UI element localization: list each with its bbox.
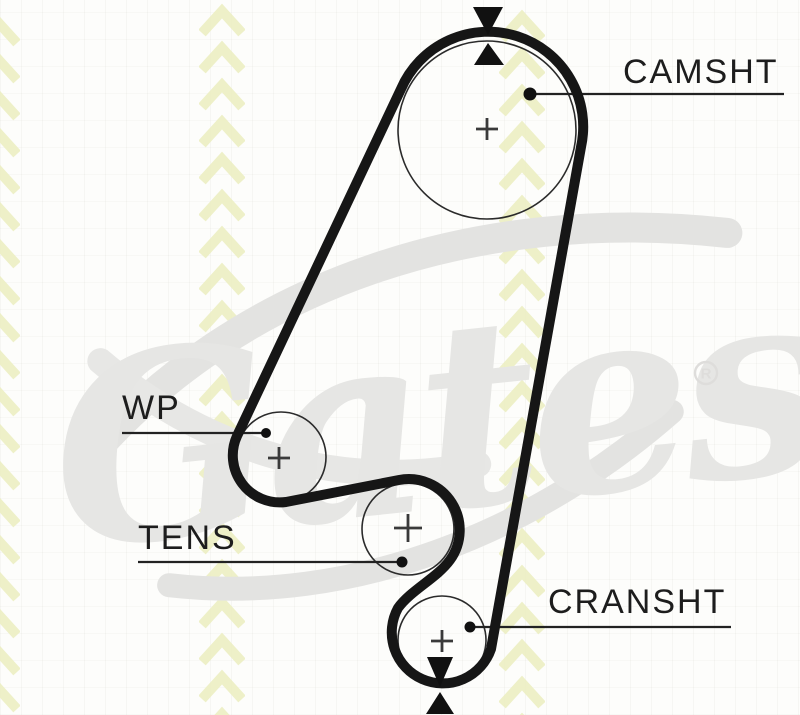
crankshaft-timing-mark-icon <box>426 657 454 714</box>
tensioner-leader-dot <box>396 556 408 568</box>
camshaft-timing-mark-icon <box>473 7 504 65</box>
registered-trademark-letter: R <box>701 366 712 383</box>
watermark-swoosh-middle <box>87 348 492 486</box>
chevron-column-center <box>499 8 545 715</box>
tensioner-center-plus-icon <box>394 514 422 542</box>
camshaft-label: CAMSHT <box>623 53 779 91</box>
water-pump-label: WP <box>122 389 181 427</box>
water-pump-leader-dot <box>261 428 271 438</box>
camshaft-leader-dot <box>523 87 537 101</box>
timing-belt-path <box>227 26 589 689</box>
timing-marks <box>426 7 504 714</box>
camshaft-center-plus-icon <box>476 118 498 140</box>
registered-trademark-icon: R <box>693 360 719 386</box>
chevron-column-left <box>0 12 20 715</box>
leader-dots <box>261 87 537 633</box>
watermark-swoosh-bottom <box>157 399 684 601</box>
pulley-center-marks <box>268 118 498 652</box>
gates-logo-watermark: Gates R <box>37 212 800 609</box>
crankshaft-leader-dot <box>464 621 476 633</box>
crankshaft-label: CRANSHT <box>548 583 727 621</box>
camshaft-pulley-circle <box>397 40 577 220</box>
water-pump-center-plus-icon <box>268 447 290 469</box>
crankshaft-center-plus-icon <box>431 630 453 652</box>
tensioner-label: TENS <box>138 519 237 557</box>
